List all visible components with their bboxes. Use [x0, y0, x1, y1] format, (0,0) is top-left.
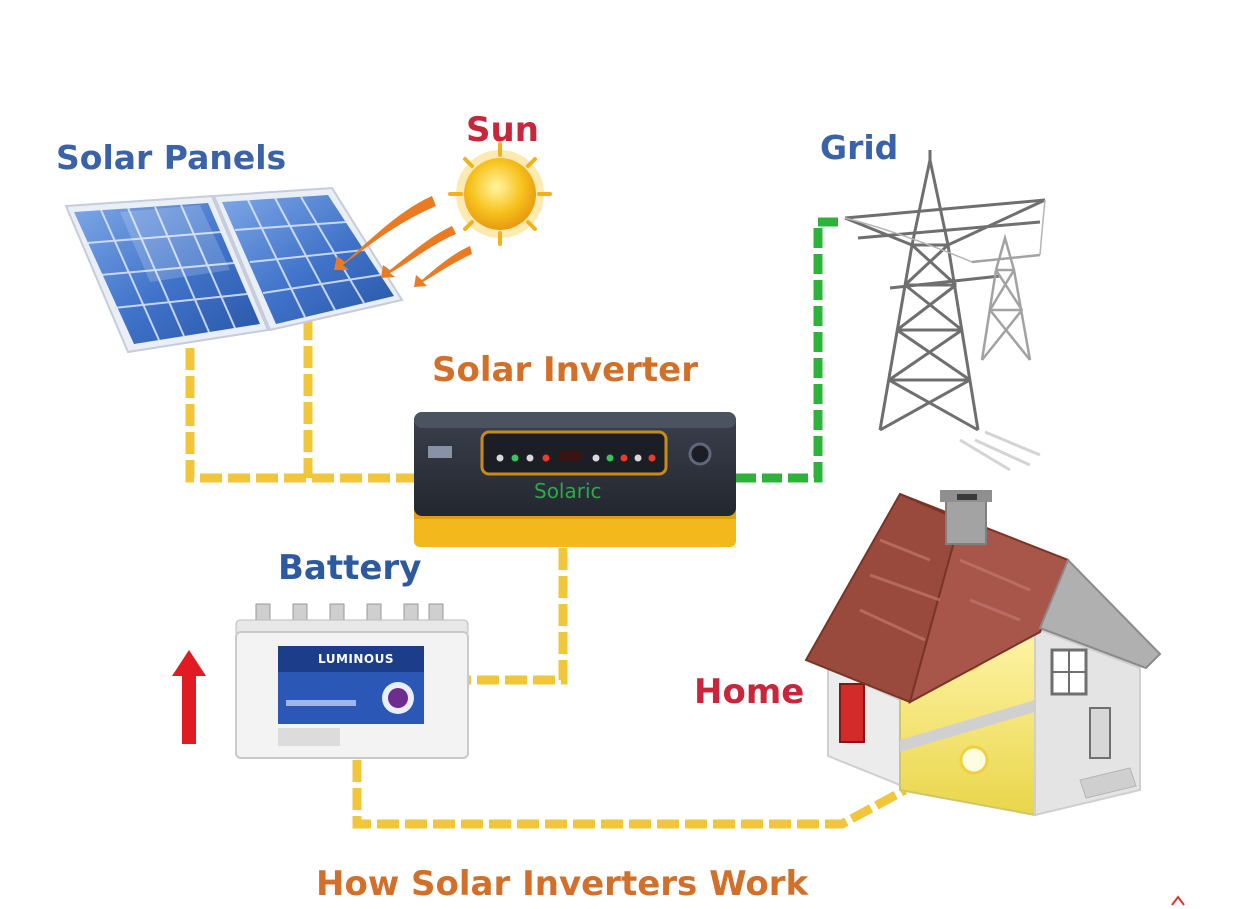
battery-icon: [235, 603, 469, 759]
solar-panel-icon: [64, 186, 404, 354]
battery-label: Battery: [278, 548, 422, 588]
up-arrow-icon: [172, 650, 206, 744]
dc-wiring: [185, 318, 908, 829]
solar-inverter-label: Solar Inverter: [432, 350, 698, 390]
inverter-brand-logo: Solaric: [534, 479, 602, 503]
house-icon: [804, 490, 1162, 817]
home-label: Home: [694, 672, 805, 712]
battery-wire: [468, 548, 568, 685]
solar-panels-label: Solar Panels: [56, 138, 287, 177]
sun-icon: [448, 142, 552, 246]
grid-label: Grid: [820, 128, 899, 167]
battery-brand-logo: LUMINOUS: [318, 652, 394, 666]
sun-rays: [334, 196, 472, 287]
home-wire: [352, 760, 908, 829]
inverter-icon: [414, 412, 736, 547]
diagram-title: How Solar Inverters Work: [316, 864, 809, 904]
grid-wire: [736, 217, 842, 483]
logo-icon: [1171, 895, 1185, 906]
panel-wire-left: [185, 320, 414, 483]
sun-label: Sun: [466, 110, 539, 150]
transmission-tower-icon: [844, 150, 1046, 472]
